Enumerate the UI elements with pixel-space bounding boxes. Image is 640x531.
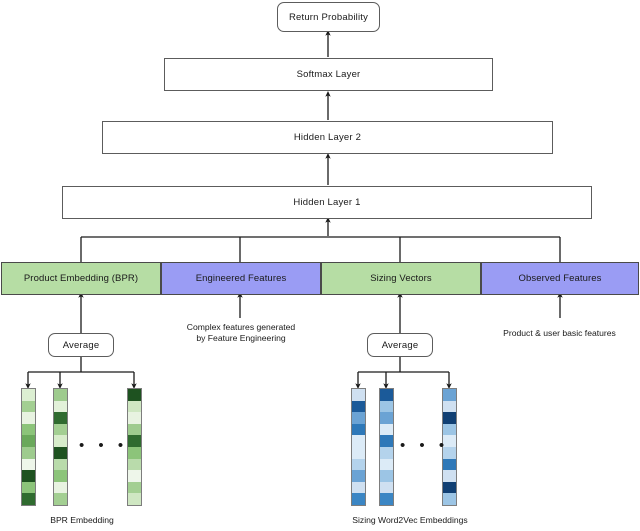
sizing-word2vec-caption: Sizing Word2Vec Embeddings: [352, 515, 468, 525]
embedding-cell: [443, 435, 456, 447]
feature-block-label: Product Embedding (BPR): [23, 273, 139, 284]
average-node-left[interactable]: Average: [48, 333, 114, 357]
embedding-column[interactable]: [351, 388, 366, 506]
embedding-cell: [443, 400, 456, 413]
embedding-cell: [22, 412, 35, 424]
feature-engineering-note-line-2: by Feature Engineering: [196, 333, 286, 343]
embedding-cell: [380, 412, 393, 424]
embedding-cell: [443, 458, 456, 471]
embedding-cell: [352, 423, 365, 436]
feature-engineering-note: Complex features generated by Feature En…: [160, 322, 322, 344]
embedding-cell: [380, 481, 393, 494]
embedding-cell: [128, 481, 141, 494]
embedding-cell: [22, 458, 35, 471]
embedding-cell: [352, 435, 365, 447]
feature-block-label: Observed Features: [518, 273, 602, 284]
embedding-cell: [22, 493, 35, 505]
feature-block-label: Sizing Vectors: [370, 273, 432, 284]
embedding-cell: [54, 458, 67, 471]
embedding-cell: [352, 470, 365, 482]
embedding-cell: [128, 389, 141, 401]
embedding-cell: [128, 412, 141, 424]
embedding-cell: [54, 481, 67, 494]
bpr-embedding-caption: BPR Embedding: [50, 515, 114, 525]
observed-features-note: Product & user basic features: [480, 328, 639, 339]
embedding-cell: [54, 446, 67, 459]
bpr-embedding-group: • • • BPR Embedding: [0, 0, 160, 531]
hidden-layer-1-node[interactable]: Hidden Layer 1: [62, 186, 592, 219]
embedding-cell: [380, 446, 393, 459]
embedding-cell: [443, 470, 456, 482]
hidden-layer-2-label: Hidden Layer 2: [293, 132, 362, 143]
feature-block-sizing-vectors[interactable]: Sizing Vectors: [321, 262, 481, 295]
feature-block-label: Engineered Features: [195, 273, 287, 284]
embedding-cell: [443, 389, 456, 401]
embedding-cell: [128, 400, 141, 413]
average-node-right[interactable]: Average: [367, 333, 433, 357]
embedding-cell: [380, 470, 393, 482]
embedding-cell: [22, 423, 35, 436]
embedding-cell: [352, 412, 365, 424]
feature-block-engineered-features[interactable]: Engineered Features: [161, 262, 321, 295]
embedding-cell: [380, 493, 393, 505]
ellipsis-bpr: • • •: [79, 437, 129, 454]
embedding-cell: [352, 400, 365, 413]
embedding-cell: [380, 389, 393, 401]
embedding-cell: [128, 493, 141, 505]
embedding-column[interactable]: [127, 388, 142, 506]
embedding-cell: [54, 493, 67, 505]
embedding-cell: [22, 446, 35, 459]
embedding-cell: [352, 481, 365, 494]
embedding-cell: [54, 400, 67, 413]
embedding-cell: [352, 389, 365, 401]
embedding-cell: [380, 458, 393, 471]
embedding-cell: [54, 389, 67, 401]
embedding-cell: [22, 470, 35, 482]
embedding-cell: [54, 412, 67, 424]
hidden-layer-1-label: Hidden Layer 1: [293, 197, 361, 208]
embedding-column[interactable]: [21, 388, 36, 506]
embedding-cell: [443, 423, 456, 436]
embedding-cell: [128, 435, 141, 447]
embedding-cell: [443, 412, 456, 424]
hidden-layer-2-node[interactable]: Hidden Layer 2: [102, 121, 553, 154]
embedding-cell: [443, 481, 456, 494]
average-label: Average: [62, 339, 100, 351]
average-label: Average: [381, 339, 419, 351]
embedding-cell: [380, 400, 393, 413]
feature-block-observed-features[interactable]: Observed Features: [481, 262, 639, 295]
embedding-cell: [22, 389, 35, 401]
embedding-cell: [352, 446, 365, 459]
embedding-column[interactable]: [442, 388, 457, 506]
embedding-cell: [128, 423, 141, 436]
return-probability-label: Return Probability: [288, 11, 369, 23]
feature-block-product-embedding[interactable]: Product Embedding (BPR): [1, 262, 161, 295]
softmax-layer-label: Softmax Layer: [296, 69, 361, 80]
embedding-cell: [443, 446, 456, 459]
feature-engineering-note-line-1: Complex features generated: [186, 322, 296, 332]
embedding-cell: [22, 435, 35, 447]
embedding-cell: [380, 423, 393, 436]
softmax-layer-node[interactable]: Softmax Layer: [164, 58, 493, 91]
embedding-cell: [54, 470, 67, 482]
embedding-cell: [54, 435, 67, 447]
embedding-column[interactable]: [53, 388, 68, 506]
embedding-cell: [352, 458, 365, 471]
embedding-cell: [352, 493, 365, 505]
return-probability-node[interactable]: Return Probability: [277, 2, 380, 32]
embedding-cell: [443, 493, 456, 505]
embedding-cell: [380, 435, 393, 447]
embedding-cell: [128, 458, 141, 471]
embedding-column[interactable]: [379, 388, 394, 506]
ellipsis-word2vec: • • •: [400, 437, 450, 454]
embedding-cell: [22, 481, 35, 494]
embedding-cell: [128, 446, 141, 459]
embedding-cell: [128, 470, 141, 482]
embedding-cell: [54, 423, 67, 436]
observed-features-note-line-1: Product & user basic features: [503, 328, 616, 338]
embedding-cell: [22, 400, 35, 413]
